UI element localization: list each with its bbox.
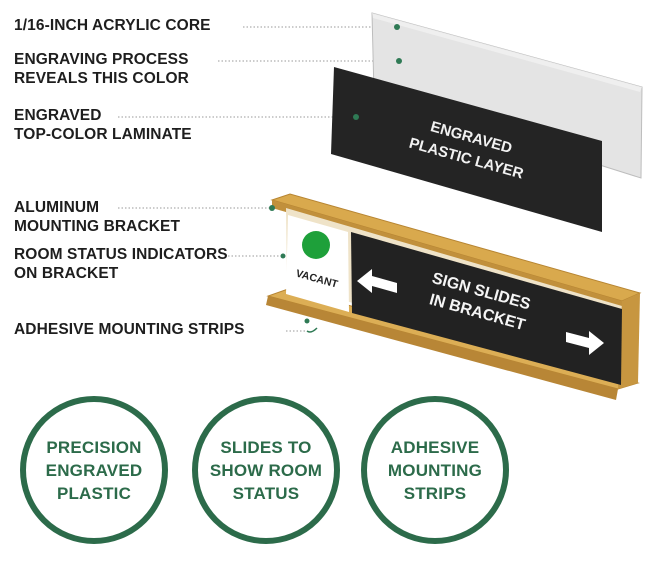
feature-engraved-text: PRECISION ENGRAVED PLASTIC [46, 436, 143, 505]
label-room-status-line-1: ROOM STATUS INDICATORS [14, 246, 228, 263]
label-engraving-reveals-line-2: REVEALS THIS COLOR [14, 70, 189, 87]
adhesive-strip-marker [304, 318, 318, 333]
engraved-plastic-plate: ENGRAVED PLASTIC LAYER [331, 67, 602, 232]
feature-adhesive-line-1: ADHESIVE [390, 437, 480, 457]
feature-circle-engraved: PRECISION ENGRAVED PLASTIC [20, 396, 168, 544]
label-acrylic-core-text: 1/16-INCH ACRYLIC CORE [14, 17, 211, 34]
leader-lines [118, 26, 398, 332]
feature-slides-line-3: STATUS [232, 483, 300, 503]
dot-room-status [280, 253, 286, 259]
dot-engraved-laminate [353, 114, 359, 120]
feature-circle-adhesive: ADHESIVE MOUNTING STRIPS [361, 396, 509, 544]
label-engraving-reveals: ENGRAVING PROCESS REVEALS THIS COLOR [14, 50, 189, 88]
dot-aluminum-bracket [269, 205, 275, 211]
label-engraved-laminate: ENGRAVED TOP-COLOR LAMINATE [14, 106, 192, 144]
feature-adhesive-text: ADHESIVE MOUNTING STRIPS [388, 436, 482, 505]
label-engraved-laminate-line-2: TOP-COLOR LAMINATE [14, 126, 192, 143]
feature-engraved-line-2: ENGRAVED [45, 460, 143, 480]
label-adhesive-strips-text: ADHESIVE MOUNTING STRIPS [14, 321, 245, 338]
exploded-sign-illustration: ENGRAVED PLASTIC LAYER [118, 12, 643, 400]
label-acrylic-core: 1/16-INCH ACRYLIC CORE [14, 16, 211, 35]
label-room-status: ROOM STATUS INDICATORS ON BRACKET [14, 245, 228, 283]
dot-acrylic-core [394, 24, 400, 30]
feature-engraved-line-1: PRECISION [46, 437, 142, 457]
feature-adhesive-line-2: MOUNTING [387, 460, 483, 480]
label-engraved-laminate-line-1: ENGRAVED [14, 107, 102, 124]
slide-left-arrow-icon [357, 269, 397, 293]
feature-circle-slides: SLIDES TO SHOW ROOM STATUS [192, 396, 340, 544]
status-indicator-window: VACANT [286, 215, 349, 312]
feature-engraved-line-3: PLASTIC [56, 483, 132, 503]
label-engraving-reveals-line-1: ENGRAVING PROCESS [14, 51, 189, 68]
label-aluminum-bracket: ALUMINUM MOUNTING BRACKET [14, 198, 180, 236]
feature-slides-text: SLIDES TO SHOW ROOM STATUS [210, 436, 322, 505]
sliding-sign-panel: SIGN SLIDES IN BRACKET [351, 232, 622, 385]
slide-right-arrow-icon [566, 331, 604, 355]
dot-engraving-reveals [396, 58, 402, 64]
label-aluminum-bracket-line-1: ALUMINUM [14, 199, 100, 216]
feature-adhesive-line-3: STRIPS [403, 483, 467, 503]
feature-slides-line-2: SHOW ROOM [209, 460, 323, 480]
label-room-status-line-2: ON BRACKET [14, 265, 119, 282]
label-aluminum-bracket-line-2: MOUNTING BRACKET [14, 218, 181, 235]
label-adhesive-strips: ADHESIVE MOUNTING STRIPS [14, 320, 245, 339]
status-green-dot [302, 231, 330, 259]
feature-slides-line-1: SLIDES TO [220, 437, 312, 457]
